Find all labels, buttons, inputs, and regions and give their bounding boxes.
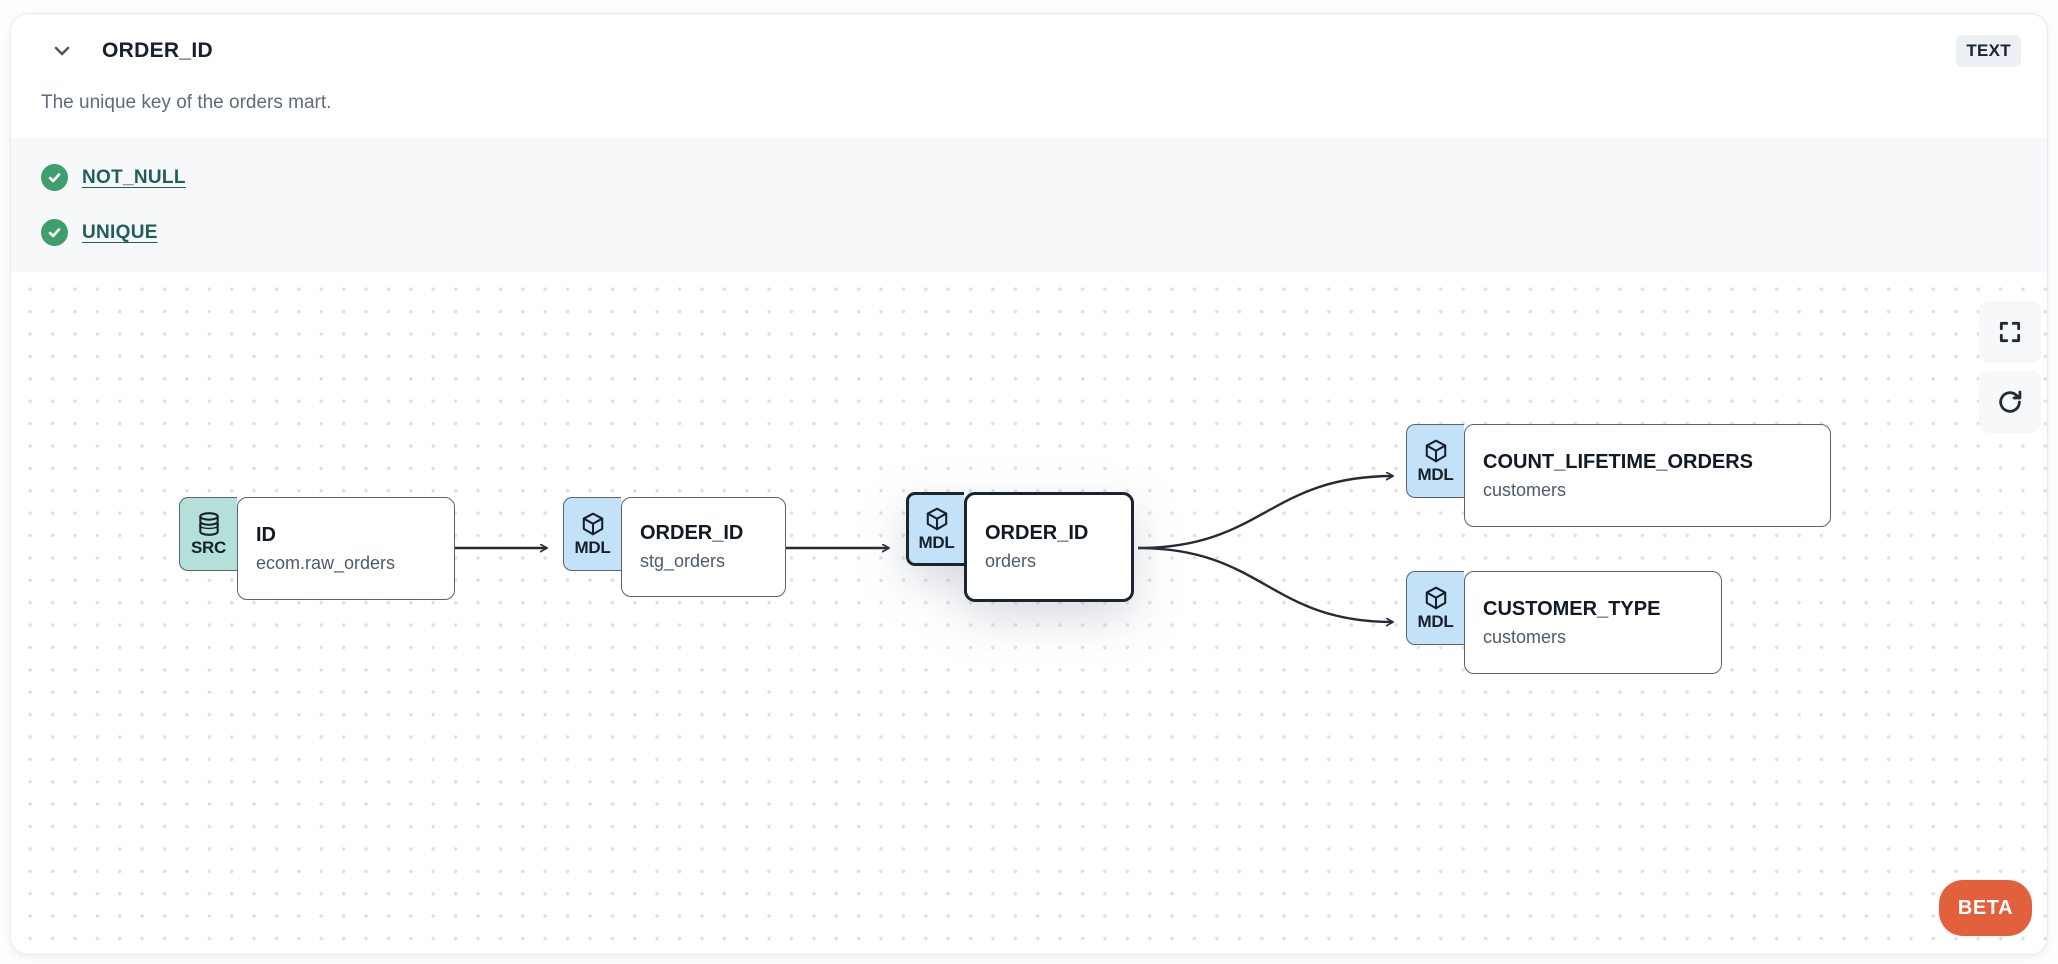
refresh-button[interactable] (1979, 371, 2041, 433)
test-link-not-null[interactable]: NOT_NULL (82, 166, 186, 188)
chevron-down-icon (51, 40, 73, 62)
node-kind-label: MDL (918, 532, 955, 552)
node-model-name: ecom.raw_orders (256, 552, 396, 573)
lineage-node-id-raw-orders[interactable]: SRC ID ecom.raw_orders (179, 497, 455, 600)
node-type-badge-mdl: MDL (906, 492, 964, 566)
column-title: ORDER_ID (102, 39, 213, 62)
lineage-node-order-id-stg-orders[interactable]: MDL ORDER_ID stg_orders (563, 497, 786, 597)
panel-header: ORDER_ID TEXT (11, 14, 2047, 67)
collapse-button[interactable] (48, 37, 76, 65)
test-link-unique[interactable]: UNIQUE (82, 221, 158, 243)
check-circle-icon (41, 219, 68, 246)
lineage-canvas[interactable]: SRC ID ecom.raw_orders MDL ORDER_ID stg_… (11, 272, 2047, 954)
database-icon (196, 511, 222, 537)
beta-badge: BETA (1939, 880, 2032, 936)
lineage-node-order-id-orders-selected[interactable]: MDL ORDER_ID orders (906, 492, 1134, 602)
cube-icon (1423, 585, 1449, 611)
node-model-name: customers (1483, 626, 1567, 647)
lineage-node-count-lifetime-orders[interactable]: MDL COUNT_LIFETIME_ORDERS customers (1406, 424, 1831, 527)
refresh-icon (1996, 388, 2024, 416)
lineage-node-customer-type[interactable]: MDL CUSTOMER_TYPE customers (1406, 571, 1722, 674)
node-body: CUSTOMER_TYPE customers (1464, 571, 1722, 674)
node-kind-label: MDL (1417, 611, 1454, 631)
fullscreen-icon (1997, 319, 2023, 345)
column-details-panel: ORDER_ID TEXT The unique key of the orde… (10, 13, 2048, 955)
node-column-name: ORDER_ID (640, 522, 744, 544)
node-body: COUNT_LIFETIME_ORDERS customers (1464, 424, 1831, 527)
node-body: ID ecom.raw_orders (237, 497, 455, 600)
node-model-name: orders (985, 551, 1037, 571)
node-column-name: ID (256, 523, 276, 546)
check-circle-icon (41, 164, 68, 191)
edge-orders-to-count (1137, 476, 1393, 550)
canvas-controls (1979, 301, 2041, 433)
node-type-badge-mdl: MDL (563, 497, 621, 571)
node-body: ORDER_ID stg_orders (621, 497, 786, 597)
column-description: The unique key of the orders mart. (41, 92, 332, 113)
edge-orders-to-customer-type (1137, 546, 1393, 622)
node-type-badge-mdl: MDL (1406, 571, 1464, 645)
node-body: ORDER_ID orders (964, 492, 1134, 602)
node-kind-label: MDL (574, 537, 611, 557)
cube-icon (1423, 438, 1449, 464)
cube-icon (924, 506, 950, 532)
fullscreen-button[interactable] (1979, 301, 2041, 363)
node-type-badge-src: SRC (179, 497, 237, 571)
test-row: UNIQUE (41, 219, 2017, 246)
node-kind-label: MDL (1417, 464, 1454, 484)
node-column-name: CUSTOMER_TYPE (1483, 597, 1661, 620)
test-row: NOT_NULL (41, 164, 2017, 191)
cube-icon (580, 511, 606, 537)
node-column-name: COUNT_LIFETIME_ORDERS (1483, 450, 1754, 473)
node-kind-label: SRC (191, 537, 226, 557)
node-model-name: customers (1483, 479, 1567, 500)
tests-section: NOT_NULL UNIQUE (11, 138, 2047, 272)
node-model-name: stg_orders (640, 551, 726, 571)
node-type-badge-mdl: MDL (1406, 424, 1464, 498)
data-type-badge: TEXT (1956, 35, 2021, 67)
node-column-name: ORDER_ID (985, 522, 1089, 544)
lineage-edges (454, 272, 2048, 954)
